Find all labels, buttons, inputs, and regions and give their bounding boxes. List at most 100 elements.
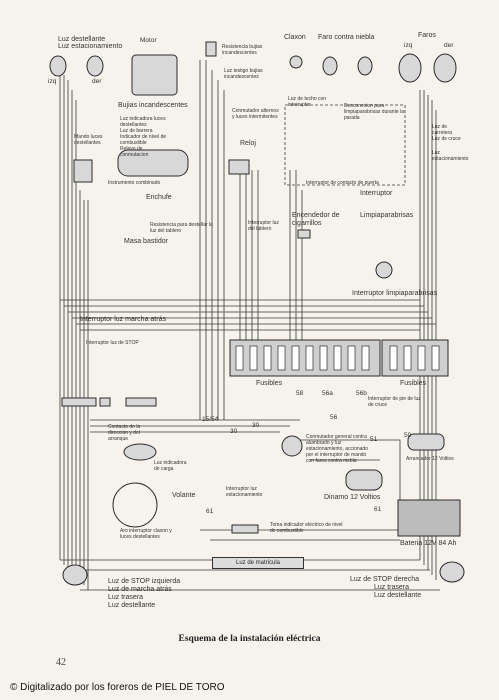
label-luz-trasera-left: Luz trasera (108, 594, 144, 601)
label-der-top: der (92, 78, 102, 85)
label-luz-matricula: Luz de matricula (212, 557, 304, 569)
label-aro-claxon: Aro interruptor claxon y luces destellan… (120, 528, 172, 540)
claxon-icon (289, 55, 303, 69)
label-stop-switch: Interruptor luz de STOP (86, 340, 139, 346)
center-column-2 (239, 170, 259, 340)
fuse-6 (305, 345, 314, 371)
label-enchufe: Enchufe (146, 194, 172, 201)
label-wire-51: 51 (370, 436, 378, 443)
label-wire-61b: 61 (374, 506, 382, 513)
label-resistencia-destellar: Resistencia para destellar la luz del ta… (150, 222, 213, 234)
horizontal-run (60, 299, 436, 331)
label-wire-30b: 30 (252, 422, 260, 429)
fuse-4 (277, 345, 286, 371)
connector-block-3 (125, 397, 157, 407)
fuse-8 (333, 345, 342, 371)
fuse-12 (403, 345, 412, 371)
label-desconexion: Desconexion para limpiaparabrisas durant… (344, 103, 405, 121)
label-dinamo: Dinamo 12 Voltios (324, 494, 381, 501)
label-interruptor-tablero: Interruptor luz del tablero (248, 220, 279, 232)
headlamp-right (433, 53, 457, 83)
label-izq-top: izq (48, 78, 57, 85)
clock-icon (228, 159, 250, 175)
label-luz-carga: Luz indicadora de carga (154, 460, 187, 472)
label-wire-56b: 56b (356, 390, 367, 397)
main-switch (281, 435, 303, 457)
label-stop-derecha: Luz de STOP derecha (350, 576, 420, 583)
label-wire-56a: 56a (322, 390, 333, 397)
label-encendedor: Encendedor de cigarrillos (292, 212, 340, 227)
label-masa-bastidor: Masa bastidor (124, 238, 168, 245)
fuel-sender (231, 524, 259, 534)
fuse-3 (263, 345, 272, 371)
label-interruptor: Interruptor (360, 190, 393, 197)
fog-lamp-right (357, 56, 373, 76)
left-harness-2 (79, 190, 89, 590)
motor-block (131, 54, 178, 96)
page-number: 42 (56, 657, 66, 668)
label-relevo: Relevo de conmutacion (120, 146, 149, 158)
label-fusibles-right: Fusibles (400, 380, 427, 387)
connector-block-1 (61, 397, 97, 407)
label-luz-estacionamiento-top: Luz estacionamiento (58, 43, 123, 50)
connector-block-2 (99, 397, 111, 407)
left-harness (59, 70, 77, 580)
label-indicador-nivel: Indicador de nivel de combustible (120, 134, 167, 146)
label-luz-carretera: Luz de carretera (432, 124, 453, 136)
label-luz-destellante-left: Luz destellante (108, 602, 156, 609)
label-volante: Volante (172, 492, 196, 499)
lighter-icon (297, 229, 311, 239)
label-faros: Faros (418, 32, 436, 39)
fuse-10 (361, 345, 370, 371)
label-bateria: Bateria 12V 84 Ah (400, 540, 457, 547)
fuse-2 (249, 345, 258, 371)
label-bujias: Bujias incandescentes (118, 102, 188, 109)
label-resistencia-bujias: Resistencia bujias incandescentes (222, 44, 263, 56)
label-wire-50: 50 (404, 432, 412, 439)
right-harness (419, 90, 437, 580)
label-marcha-atras-switch: Interruptor luz marcha atrás (80, 316, 166, 323)
label-motor: Motor (140, 37, 157, 44)
label-contacto-direccion: Contacto de la direccion y del arranque (108, 424, 141, 442)
label-interruptor-limpia: Interruptor limpiaparabrisas (352, 290, 438, 297)
label-izq-faros: izq (404, 42, 413, 49)
label-luz-indicadora: Luz indicadora luces destellantes (120, 116, 166, 128)
resistance-component (205, 41, 217, 57)
fuse-13 (417, 345, 426, 371)
label-interruptor-estacionamiento: Interruptor luz estacionamiento (226, 486, 263, 498)
label-conmutador-general: Conmutador general contra alumbrado y lu… (306, 434, 368, 464)
label-luz-techo: Luz de techo con interruptor (288, 96, 327, 108)
label-wire-61: 61 (206, 508, 214, 515)
label-interruptor-pie: Interruptor de pie de luz de cruce (368, 396, 421, 408)
fuse-1 (235, 345, 244, 371)
label-toma-indicador: Toma indicador eléctrico de nivel de com… (270, 522, 343, 534)
label-wire-56: 56 (330, 414, 338, 421)
starter-motor (407, 433, 445, 451)
label-fusibles-left: Fusibles (256, 380, 283, 387)
label-stop-izquierda: Luz de STOP izquierda (108, 578, 181, 585)
label-faro-niebla: Faro contra niebla (318, 34, 375, 41)
headlamp-left (398, 53, 422, 83)
ignition-switch (123, 443, 157, 461)
label-reloj: Reloj (240, 140, 256, 147)
dynamo (345, 469, 383, 491)
mando-box (73, 159, 93, 183)
label-conmutador: Conmutador alternos y luces intermitente… (232, 108, 279, 120)
rear-left-lamp (62, 564, 88, 586)
fuse-14 (431, 345, 440, 371)
fog-lamp-left (322, 56, 338, 76)
dashed-group (284, 104, 406, 186)
battery (397, 499, 461, 537)
label-der-faros: der (444, 42, 454, 49)
instrument-cluster (117, 149, 189, 177)
fuse-11 (389, 345, 398, 371)
label-wire-58: 58 (296, 390, 304, 397)
label-luz-estacionamiento-right: Luz estacionamiento (432, 150, 469, 162)
label-arrancador: Arrancador 12 Voltios (406, 456, 454, 462)
front-left-lamp (49, 55, 67, 77)
steering-wheel (112, 482, 158, 528)
label-luz-destellante-top: Luz destellante (58, 36, 106, 43)
center-column (199, 60, 225, 420)
label-luz-trasera-right: Luz trasera (374, 584, 410, 591)
